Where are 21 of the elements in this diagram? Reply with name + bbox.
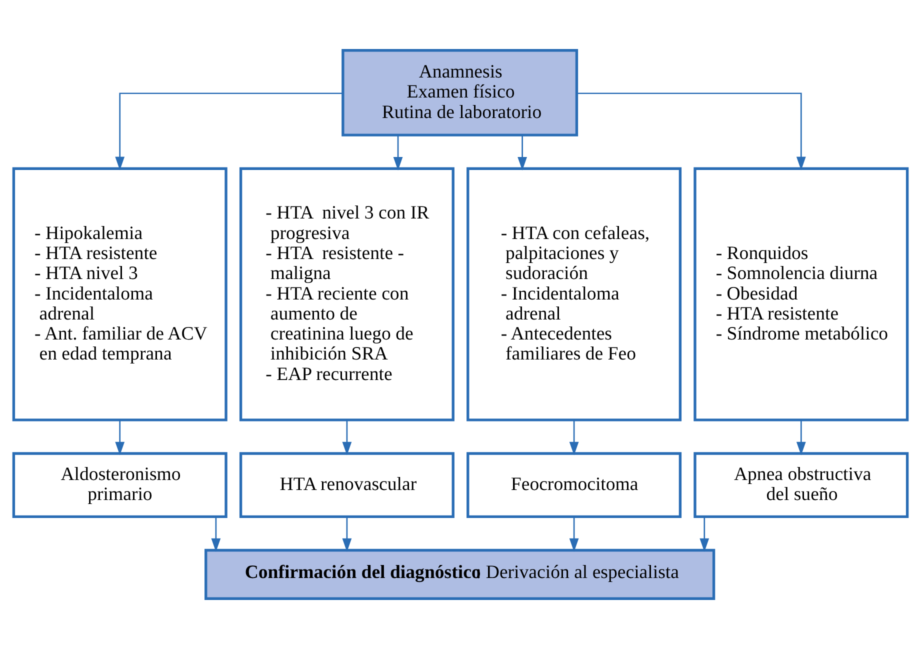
node-box: - Ronquidos - Somnolencia diurna - Obesidad - HTA resistente - Síndrome metabólico (694, 166, 909, 421)
node-box: - HTA con cefaleas, palpitaciones y sudoración - Incidentaloma adrenal - Antecedentes familiares de Feo (466, 166, 682, 421)
arrow (342, 419, 352, 455)
arrow (342, 516, 352, 552)
node-box: Feocromocitoma (466, 452, 682, 518)
arrow (569, 419, 579, 455)
node-box: HTA renovascular (239, 452, 454, 518)
arrow (576, 92, 806, 170)
arrow (700, 516, 710, 552)
node-box: - Hipokalemia - HTA resistente - HTA nivel 3 - Incidentaloma adrenal - Ant. familiar de ACV en edad temprana (12, 166, 228, 421)
arrow (211, 516, 221, 552)
node-box: - HTA nivel 3 con IR progresiva - HTA resistente - maligna - HTA reciente con aumento de creatinina luego de inhibición SRA - EAP recurrente (239, 166, 454, 421)
node-box: Apnea obstructiva del sueño (694, 452, 909, 518)
node-box: Anamnesis Examen físico Rutina de laboratorio (342, 48, 578, 136)
arrow (569, 516, 579, 552)
arrow (393, 134, 403, 170)
arrow (796, 419, 806, 455)
arrow (115, 92, 343, 170)
arrow (518, 134, 528, 170)
node-box: Aldosteronismo primario (12, 452, 228, 518)
arrow (115, 419, 125, 455)
